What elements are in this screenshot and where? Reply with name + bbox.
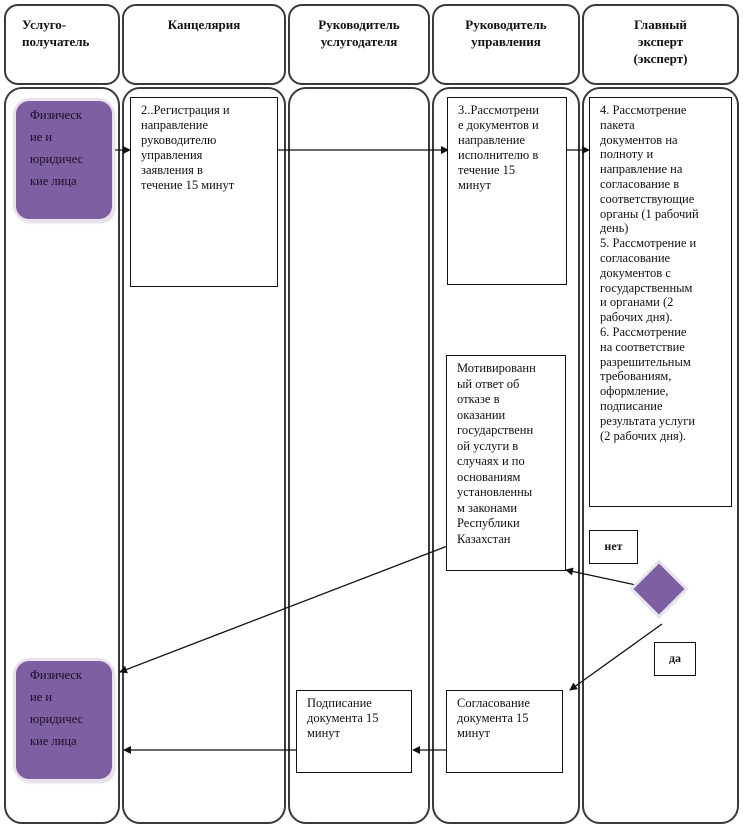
lane-header-service-provider-head: Руководитель услугодателя (288, 4, 430, 85)
actor-start-individuals-and-legal-entities: Физическ ие и юридичес кие лица (16, 101, 112, 219)
step-expert-review: 4. Рассмотрение пакета документов на пол… (589, 97, 732, 507)
lane-header-service-recipient: Услуго- получатель (4, 4, 120, 85)
step-signing: Подписание документа 15 минут (296, 690, 412, 773)
step-approval: Согласование документа 15 минут (446, 690, 563, 773)
step-refusal-response: Мотивированн ый ответ об отказе в оказан… (446, 355, 566, 571)
lane-header-chief-expert: Главный эксперт (эксперт) (582, 4, 739, 85)
actor-end-individuals-and-legal-entities: Физическ ие и юридичес кие лица (16, 661, 112, 779)
lane-header-office: Канцелярия (122, 4, 286, 85)
step-department-head-review: 3..Рассмотрени е документов и направлени… (447, 97, 567, 285)
decision-no-label: нет (589, 530, 638, 564)
step-registration: 2..Регистрация и направление руководител… (130, 97, 278, 287)
decision-yes-label: да (654, 642, 696, 676)
lane-header-department-head: Руководитель управления (432, 4, 580, 85)
